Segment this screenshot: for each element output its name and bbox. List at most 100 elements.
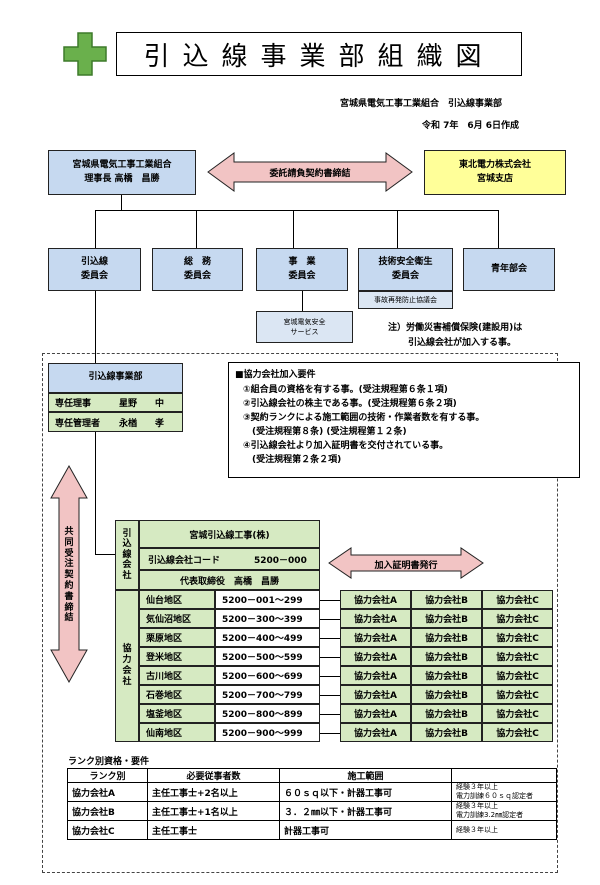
requirements-title: ■協力会社加入要件 <box>235 370 316 380</box>
region-name-cell: 気仙沼地区 <box>139 609 215 628</box>
note-line2: 引込線会社が加入する事。 <box>408 338 517 348</box>
union-box: 宮城県電気工事工業組合 理事長 高橋 昌勝 <box>48 150 196 195</box>
region-connector <box>320 694 340 696</box>
committee-jigyo: 事 業 委員会 <box>256 248 348 291</box>
region-code-cell: 5200－700～799 <box>215 685 320 704</box>
partner-cell: 協力会社B <box>411 647 482 666</box>
contract-label: 委託請負契約書締結 <box>269 169 351 179</box>
partner-cell: 協力会社C <box>482 666 553 685</box>
rank-header-row: ランク別 必要従事者数 施工範囲 <box>67 768 557 783</box>
cross-icon <box>63 32 107 76</box>
region-name-cell: 栗原地区 <box>139 628 215 647</box>
rank-header-cell <box>451 768 557 783</box>
partner-side-label: 協力会社 <box>115 590 139 742</box>
company-code-cell: 引込線会社コード 5200－000 <box>139 548 320 570</box>
company-side-label: 引込線会社 <box>115 520 139 590</box>
region-code-cell: 5200－600～699 <box>215 666 320 685</box>
requirement-item: (受注規程第８条) (受注規程第１２条) <box>243 427 407 437</box>
note-line1: 注）労働災害補償保険(建設用)は <box>388 323 523 333</box>
partner-cell: 協力会社C <box>482 628 553 647</box>
contract-arrow <box>206 150 414 194</box>
tepco-box: 東北電力株式会社 宮城支店 <box>424 150 566 195</box>
partner-cell: 協力会社A <box>340 723 411 742</box>
joint-contract-arrow <box>49 464 89 684</box>
division-title-box: 引込線事業部 <box>48 363 183 393</box>
region-connector <box>320 637 340 639</box>
certificate-label: 加入証明書発行 <box>374 561 438 571</box>
region-name-cell: 古川地区 <box>139 666 215 685</box>
partner-cell: 協力会社B <box>411 609 482 628</box>
rank-table: ランク別 必要従事者数 施工範囲 協力会社A 主任工事士+2名以上 ６０ｓｑ以下… <box>67 768 557 841</box>
region-code-cell: 5200－001～299 <box>215 590 320 609</box>
union-name: 宮城県電気工事工業組合 <box>72 160 172 171</box>
region-name-cell: 石巻地区 <box>139 685 215 704</box>
rank-row: 協力会社C 主任工事士 計器工事可 経験３年以上 <box>67 820 557 841</box>
gijutsu-sub-box: 事故再発防止協議会 <box>358 291 453 309</box>
committee-hikikomi: 引込線 委員会 <box>48 248 141 291</box>
committee-seinen: 青年部会 <box>463 248 555 291</box>
header-org: 宮城県電気工事工業組合 引込線事業部 <box>340 99 503 109</box>
region-connector <box>320 732 340 734</box>
region-connector <box>320 675 340 677</box>
rank-header-cell: ランク別 <box>67 768 148 783</box>
partner-cell: 協力会社B <box>411 704 482 723</box>
union-chair: 理事長 高橋 昌勝 <box>84 173 160 184</box>
certificate-arrow <box>327 546 485 580</box>
partner-cell: 協力会社B <box>411 723 482 742</box>
partner-cell: 協力会社A <box>340 704 411 723</box>
title-frame: 引込線事業部組織図 <box>116 32 522 76</box>
region-name-cell: 登米地区 <box>139 647 215 666</box>
region-connector <box>320 618 340 620</box>
region-connector <box>320 656 340 658</box>
company-rep-cell: 代表取締役 高橋 昌勝 <box>139 570 320 590</box>
partner-cell: 協力会社A <box>340 628 411 647</box>
rank-header-cell: 施工範囲 <box>279 768 452 783</box>
partner-cell: 協力会社A <box>340 666 411 685</box>
rank-header-cell: 必要従事者数 <box>147 768 280 783</box>
region-name-cell: 仙台地区 <box>139 590 215 609</box>
partner-cell: 協力会社A <box>340 647 411 666</box>
committee-somu: 総 務 委員会 <box>152 248 243 291</box>
division-row-1: 専任理事 星野 中 <box>48 393 183 412</box>
partner-cell: 協力会社B <box>411 666 482 685</box>
partner-cell: 協力会社C <box>482 685 553 704</box>
rank-row: 協力会社B 主任工事士+1名以上 ３．２㎜以下・計器工事可 経験３年以上電力訓練… <box>67 801 557 822</box>
partner-cell: 協力会社A <box>340 685 411 704</box>
division-row-2: 専任管理者 永楢 孝 <box>48 412 183 432</box>
region-code-cell: 5200－500～599 <box>215 647 320 666</box>
partner-cell: 協力会社B <box>411 590 482 609</box>
region-code-cell: 5200－800～899 <box>215 704 320 723</box>
region-connector <box>320 713 340 715</box>
partner-cell: 協力会社C <box>482 723 553 742</box>
requirements-box: ■協力会社加入要件 ①組合員の資格を有する事。(受注規程第６条１項) ②引込線会… <box>228 362 580 478</box>
committee-gijutsu: 技術安全衛生 委員会 <box>358 248 453 291</box>
dashed-frame <box>42 353 558 873</box>
partner-cell: 協力会社C <box>482 704 553 723</box>
partner-cell: 協力会社C <box>482 609 553 628</box>
region-connector <box>320 599 340 601</box>
requirement-item: (受注規程第２条２項) <box>243 455 342 465</box>
company-name-cell: 宮城引込線工事(株) <box>139 520 320 548</box>
tepco-branch: 宮城支店 <box>476 173 513 184</box>
region-name-cell: 仙南地区 <box>139 723 215 742</box>
header-date: 令和 7年 6月 6日作成 <box>422 121 520 131</box>
rank-row: 協力会社A 主任工事士+2名以上 ６０ｓｑ以下・計器工事可 経験３年以上電力訓練… <box>67 781 557 803</box>
partner-cell: 協力会社A <box>340 609 411 628</box>
requirement-item: ②引込線会社の株主である事。(受注規程第６条２項) <box>243 399 457 409</box>
partner-cell: 協力会社C <box>482 647 553 666</box>
partner-cell: 協力会社A <box>340 590 411 609</box>
joint-contract-label: 共同受注契約書締結 <box>64 527 74 624</box>
requirement-item: ③契約ランクによる施工範囲の技術・作業者数を有する事。 <box>243 413 485 423</box>
requirement-item: ④引込線会社より加入証明書を交付されている事。 <box>243 441 449 451</box>
partner-cell: 協力会社B <box>411 628 482 647</box>
region-code-cell: 5200－300～399 <box>215 609 320 628</box>
region-code-cell: 5200－400～499 <box>215 628 320 647</box>
page-title: 引込線事業部組織図 <box>143 41 495 72</box>
tepco-name: 東北電力株式会社 <box>458 160 531 171</box>
partner-cell: 協力会社B <box>411 685 482 704</box>
region-code-cell: 5200－900～999 <box>215 723 320 742</box>
requirement-item: ①組合員の資格を有する事。(受注規程第６条１項) <box>243 385 448 395</box>
rank-title: ランク別資格・要件 <box>68 757 150 767</box>
jigyo-sub-box: 宮城電気安全 サービス <box>256 311 353 343</box>
partner-cell: 協力会社C <box>482 590 553 609</box>
